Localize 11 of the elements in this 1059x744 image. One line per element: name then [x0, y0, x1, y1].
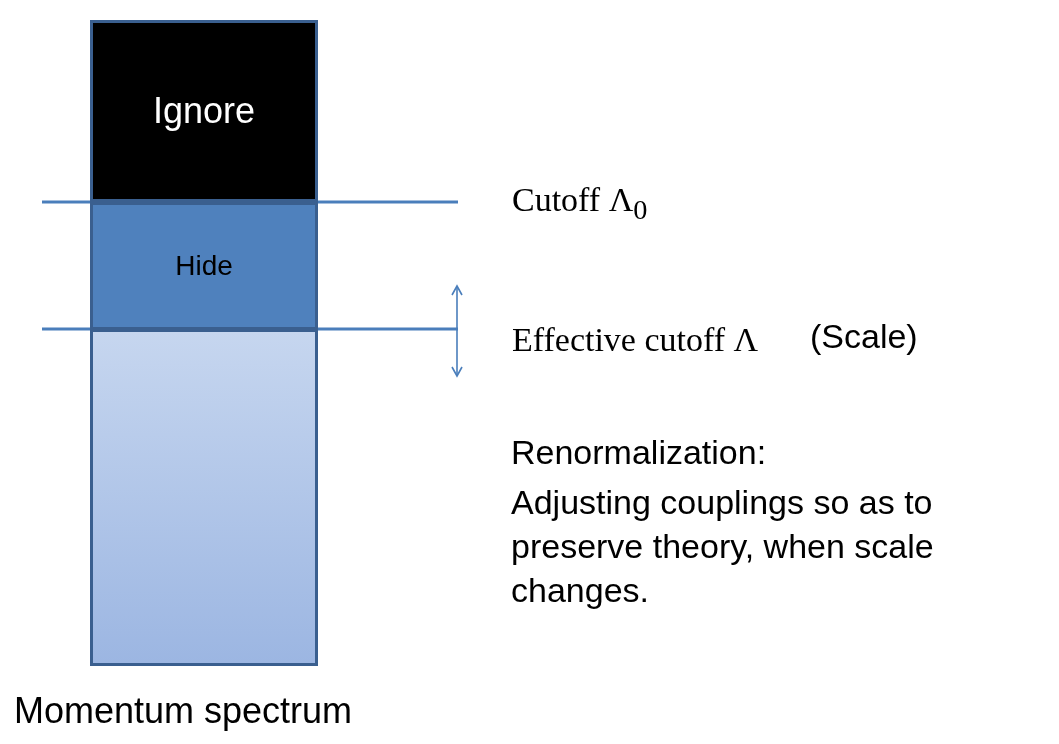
- cutoff-label: Cutoff Λ$_{0}$: [512, 180, 648, 227]
- band-label: Hide: [175, 250, 233, 282]
- hide-band: [90, 202, 318, 330]
- renormalization-heading: Renormalization:: [511, 432, 767, 473]
- band-label: Ignore: [152, 90, 256, 132]
- caption: Momentum spectrum: [14, 690, 353, 732]
- ignore-band: [90, 20, 318, 202]
- effective-cutoff-label: Effective cutoff Λ: [512, 320, 759, 360]
- spectrum-band: [90, 329, 318, 666]
- scale-label: (Scale): [810, 316, 918, 357]
- renormalization-text: Adjusting couplings so as to preserve theory, when scale changes.: [511, 482, 935, 612]
